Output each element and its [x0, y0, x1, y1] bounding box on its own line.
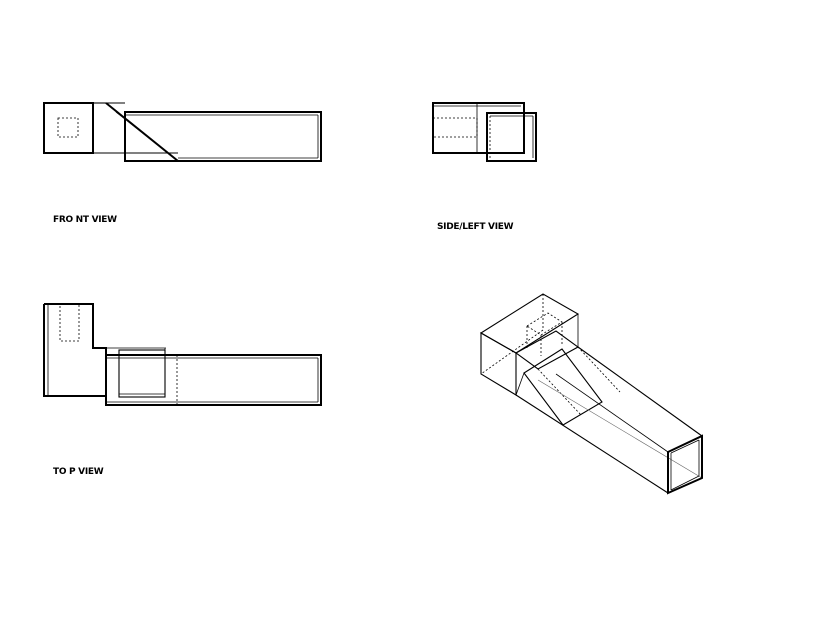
top-view-hidden-opening [59, 303, 80, 342]
iso-duct-hidden-edge [537, 379, 703, 479]
iso-duct-end-face [667, 434, 703, 495]
front-view-drawing [43, 102, 322, 162]
iso-transition-hidden-edge [577, 346, 621, 393]
iso-transition-hidden-edge [537, 368, 582, 416]
iso-block-front-face [480, 332, 517, 396]
side-view-duct-end [486, 112, 537, 162]
iso-duct-top-edge [577, 346, 703, 437]
front-view-left-block [43, 102, 94, 154]
isometric-view-drawing [479, 293, 703, 495]
side-view-outer-block [432, 102, 525, 154]
iso-transition-top [514, 330, 580, 370]
front-view-slant-edge [109, 105, 167, 152]
iso-block-top-face [479, 293, 580, 354]
front-view-label: FRO NT VIEW [53, 215, 117, 225]
side-left-view-label: SIDE/LEFT VIEW [437, 222, 514, 232]
front-view-duct-body [124, 111, 322, 162]
front-view-hidden-opening [57, 117, 79, 138]
top-view-duct-body [105, 354, 322, 406]
iso-transition-slant [523, 348, 603, 426]
top-view-label: TO P VIEW [53, 467, 104, 477]
top-view-drawing [43, 303, 322, 406]
iso-transition-edge [515, 372, 525, 396]
iso-block-hidden-edge [480, 329, 544, 375]
top-view-transition [118, 349, 166, 398]
iso-duct-mid-edge [555, 373, 669, 453]
iso-duct-end-inner [670, 475, 700, 491]
iso-duct-bottom-edge [515, 394, 669, 494]
side-view-drawing [432, 102, 537, 162]
top-view-left-block [43, 303, 107, 397]
iso-duct-end-inner [670, 439, 700, 454]
side-view-hidden-opening [432, 117, 478, 138]
